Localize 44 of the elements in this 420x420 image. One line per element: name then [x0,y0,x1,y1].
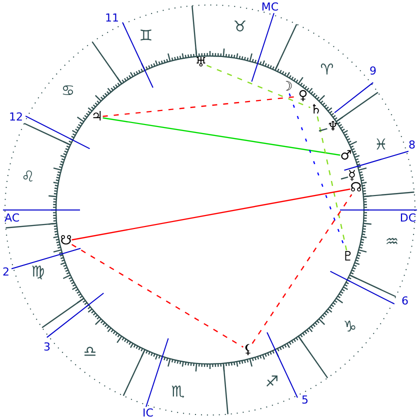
house-label: AC [4,212,20,224]
planet-symbol: ☊ [350,182,362,194]
house-label: 8 [408,140,416,150]
house-label: 12 [9,112,23,122]
aspect-line [316,116,348,251]
planet-symbol: ☽ [281,80,293,94]
aspect-line [72,244,244,348]
aspect-line [102,117,340,156]
zodiac-symbol: ♌ [21,170,35,184]
aspect-line [72,188,350,240]
house-label: 3 [44,342,50,352]
planet-symbol: ♇ [342,250,354,264]
house-label: 6 [402,296,408,306]
planet-symbol: ♄ [310,104,322,116]
house-label: 9 [370,66,376,76]
planet-symbol: ♃ [91,110,103,124]
house-label: 2 [2,266,10,278]
leader-line [340,176,348,180]
zodiac-symbol: ♍ [31,264,45,280]
planet-symbol: ♆ [327,120,339,134]
planet-symbol: ☿ [348,170,356,182]
zodiac-symbol: ♒ [385,234,399,250]
house-label: IC [142,408,154,418]
planet-symbol: ♅ [195,56,207,70]
planet-symbol: ♂ [340,150,352,162]
house-label: MC [261,2,279,12]
zodiac-symbol: ♓ [374,138,388,152]
aspect-line [206,64,310,108]
zodiac-symbol: ♊ [139,28,153,44]
house-label: 5 [302,394,308,406]
zodiac-symbol: ♉ [233,20,247,34]
planet-symbol: ♀ [298,90,308,102]
house-label: DC [400,212,416,224]
leader-line [318,128,328,132]
aspect-line [252,194,352,344]
zodiac-symbol: ♏ [171,384,185,400]
planet-symbol: ☋ [60,234,72,248]
zodiac-symbol: ♎ [83,344,97,360]
planet-symbol: ⚸ [243,344,253,356]
zodiac-symbol: ♑ [343,320,357,334]
zodiac-symbol: ♈ [320,62,334,78]
zodiac-symbol: ♋ [61,84,75,98]
house-label: 11 [105,12,119,24]
zodiac-symbol: ♐ [265,374,279,390]
